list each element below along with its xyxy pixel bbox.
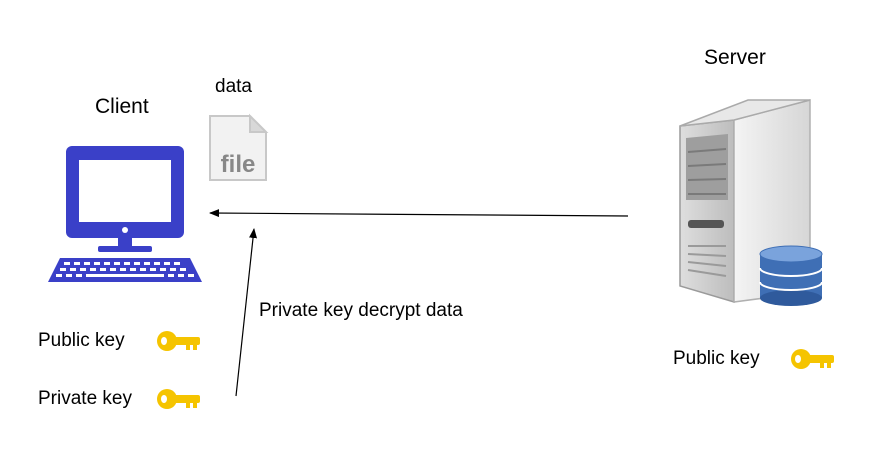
file-icon-text: file bbox=[221, 151, 256, 178]
desktop-computer-icon bbox=[48, 146, 202, 282]
key-icon bbox=[157, 389, 200, 409]
server-public-key-label: Public key bbox=[673, 348, 760, 369]
key-icon bbox=[157, 331, 200, 351]
decrypt-annotation: Private key decrypt data bbox=[259, 300, 463, 321]
key-icon bbox=[791, 349, 834, 369]
client-public-key-label: Public key bbox=[38, 330, 125, 351]
data-label: data bbox=[215, 76, 252, 97]
server-to-client-arrow bbox=[209, 209, 629, 218]
document-file-icon: file bbox=[209, 113, 269, 181]
server-title: Server bbox=[704, 46, 766, 69]
database-icon bbox=[759, 245, 823, 306]
client-title: Client bbox=[95, 95, 149, 118]
client-private-key-label: Private key bbox=[38, 388, 132, 409]
decrypt-arrow bbox=[235, 228, 258, 397]
